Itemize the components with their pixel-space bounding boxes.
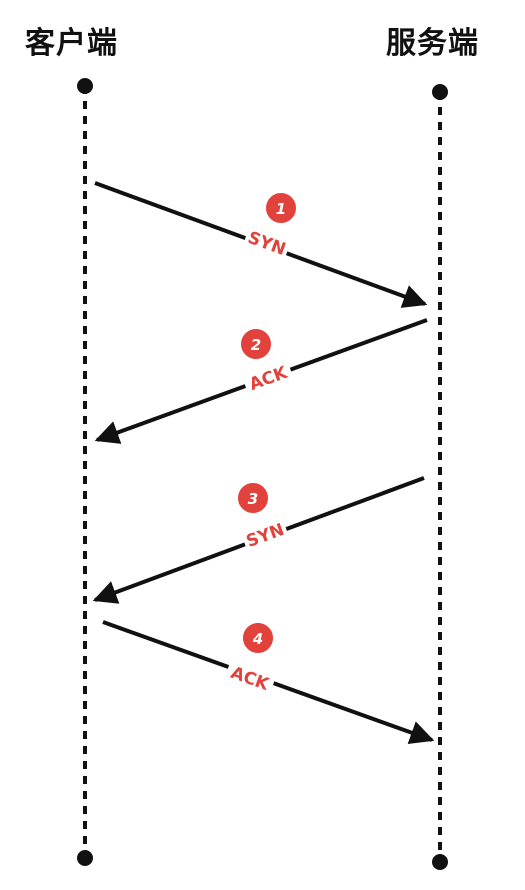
message-2-number: 2 [251, 336, 261, 354]
message-2: ACK 2 [94, 318, 428, 444]
message-1-badge [264, 191, 298, 225]
client-lifeline-top-dot [77, 78, 93, 94]
message-4: ACK 4 [102, 620, 435, 745]
server-lifeline-bottom-dot [432, 854, 448, 870]
message-3-number: 3 [248, 490, 258, 508]
message-1: SYN 1 [94, 181, 428, 308]
message-4-badge [241, 621, 275, 655]
message-1-number: 1 [276, 200, 286, 218]
client-lifeline-title: 客户端 [25, 26, 118, 61]
message-4-number: 4 [252, 630, 263, 648]
client-lifeline-bottom-dot [77, 850, 93, 866]
message-3-badge [236, 481, 270, 515]
message-3: SYN 3 [92, 476, 425, 604]
server-lifeline-top-dot [432, 84, 448, 100]
server-lifeline-title: 服务端 [386, 26, 479, 61]
message-2-badge [239, 327, 273, 361]
